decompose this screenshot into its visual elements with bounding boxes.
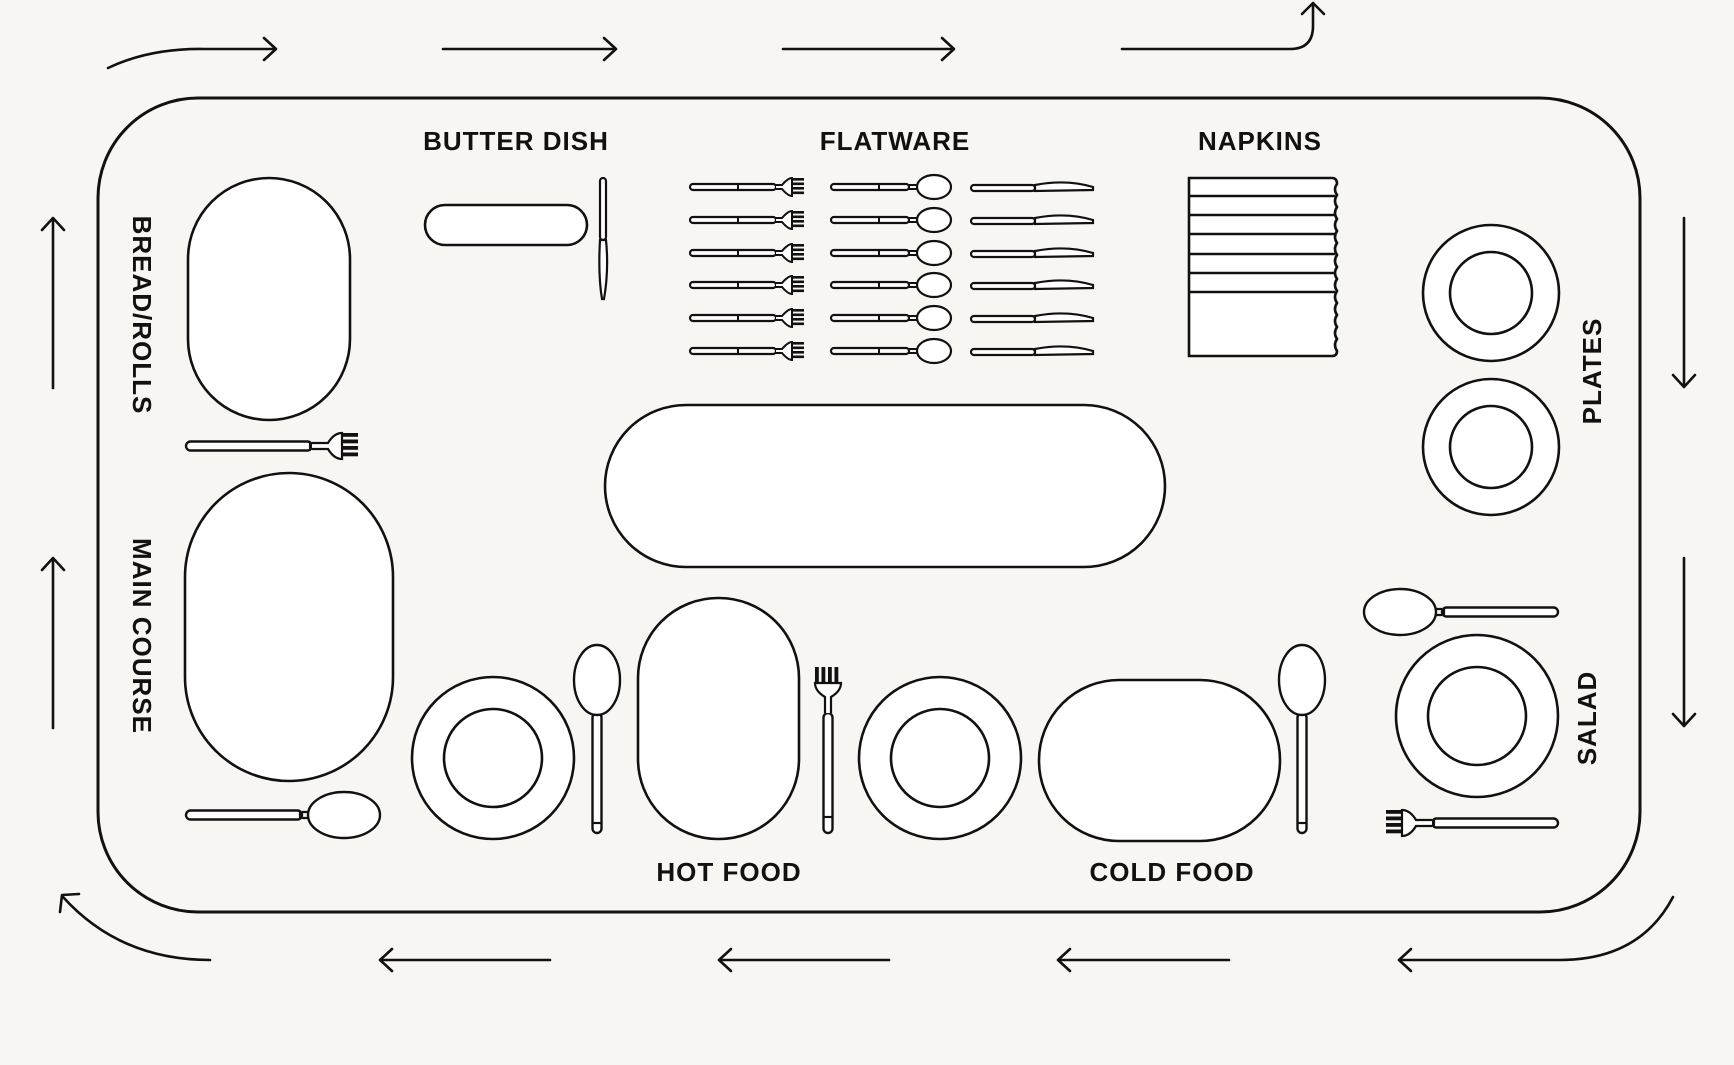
- flow-arrow-bottom-5: [61, 895, 212, 962]
- plate: [1421, 223, 1561, 363]
- label-cold-food: COLD FOOD: [1090, 857, 1255, 887]
- napkin-stack: [1187, 176, 1339, 358]
- label-bread-rolls: BREAD/ROLLS: [127, 216, 157, 415]
- label-hot-food: HOT FOOD: [656, 857, 801, 887]
- flow-arrow-top-1: [106, 47, 277, 70]
- cold-food-dish: [1037, 678, 1282, 843]
- hot-food-dish: [636, 596, 801, 841]
- bread-rolls-dish: [186, 176, 352, 422]
- hot-food-plate: [410, 675, 576, 841]
- butter-dish: [423, 203, 589, 247]
- flow-arrows: [40, 1, 1697, 973]
- salad-bowl: [1394, 633, 1560, 799]
- label-plates: PLATES: [1577, 318, 1607, 425]
- label-flatware: FLATWARE: [820, 126, 971, 156]
- centerpiece-dish: [603, 403, 1167, 569]
- label-main-course: MAIN COURSE: [127, 538, 157, 734]
- flow-arrow-bottom-1: [1398, 895, 1675, 962]
- plate: [1421, 377, 1561, 517]
- main-course-dish: [183, 471, 395, 783]
- cold-food-plate: [857, 675, 1023, 841]
- label-salad: SALAD: [1572, 671, 1602, 766]
- label-napkins: NAPKINS: [1198, 126, 1322, 156]
- label-butter-dish: BUTTER DISH: [423, 126, 609, 156]
- butter-knife: [598, 176, 609, 301]
- flow-arrow-top-4: [1120, 2, 1315, 51]
